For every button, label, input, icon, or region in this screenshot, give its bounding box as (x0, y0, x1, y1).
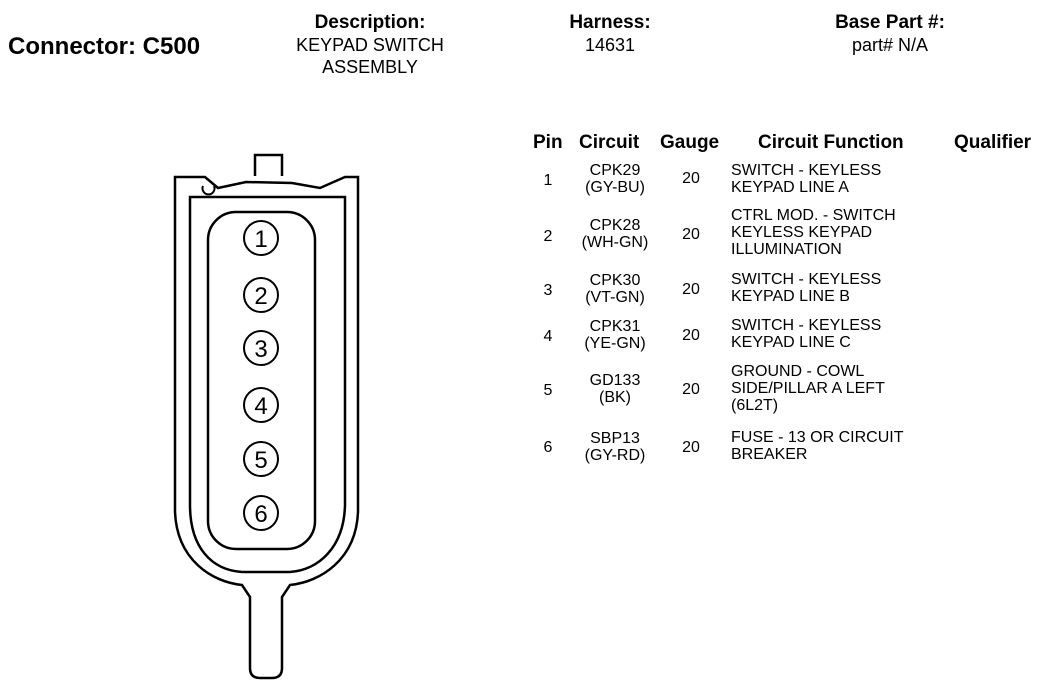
latch-tab (253, 153, 284, 176)
row-4-function-line-2: KEYPAD LINE C (731, 334, 851, 351)
base-part-value: part# N/A (851, 35, 929, 55)
pin-6-label: 6 (254, 501, 267, 528)
description-line-2: ASSEMBLY (322, 57, 418, 77)
row-2-circuit-code: CPK28 (589, 217, 641, 234)
row-5-pin: 5 (543, 382, 553, 399)
pin-2-label: 2 (254, 283, 267, 310)
row-5-function: GROUND - COWL SIDE/PILLAR A LEFT (6L2T) (731, 363, 885, 414)
row-4-circuit-code: CPK31 (589, 318, 641, 335)
connector-housing-outer (173, 175, 360, 680)
row-5-function-line-3: (6L2T) (731, 397, 779, 414)
row-1-circuit-color: (GY-BU) (585, 179, 645, 196)
row-3-circuit-code: CPK30 (589, 272, 641, 289)
pin-4-label: 4 (254, 393, 267, 420)
row-2-function-line-3: ILLUMINATION (731, 241, 842, 258)
row-2-circuit-color: (WH-GN) (581, 234, 649, 251)
row-5-function-line-1: GROUND - COWL (731, 363, 865, 380)
header-gauge: Gauge (660, 132, 720, 153)
housing-notch (201, 185, 216, 196)
row-3-circuit: CPK30 (VT-GN) (567, 272, 663, 306)
row-4-circuit: CPK31 (YE-GN) (567, 318, 663, 352)
row-1-function-line-1: SWITCH - KEYLESS (731, 162, 882, 179)
row-5-gauge: 20 (682, 381, 700, 398)
pin-6: 6 (243, 495, 279, 531)
row-3-function-line-2: KEYPAD LINE B (731, 288, 850, 305)
row-4-circuit-color: (YE-GN) (584, 335, 646, 352)
pin-1: 1 (243, 220, 279, 256)
description-label: Description: (314, 12, 426, 33)
description-block: Description: KEYPAD SWITCH ASSEMBLY (270, 12, 470, 78)
row-3-gauge: 20 (682, 281, 700, 298)
connector-housing-inner (188, 195, 347, 574)
pin-2: 2 (243, 277, 279, 313)
row-6-function-line-1: FUSE - 13 OR CIRCUIT (731, 429, 904, 446)
row-2-function: CTRL MOD. - SWITCH KEYLESS KEYPAD ILLUMI… (731, 207, 896, 258)
pin-cavity (206, 210, 317, 551)
row-6-function-line-2: BREAKER (731, 446, 808, 463)
row-1-circuit: CPK29 (GY-BU) (567, 162, 663, 196)
connector-title: Connector: C500 (8, 33, 201, 60)
row-6-function: FUSE - 13 OR CIRCUIT BREAKER (731, 429, 903, 463)
row-5-circuit-color: (BK) (599, 389, 631, 406)
row-3-pin: 3 (543, 282, 553, 299)
connector-face-diagram: 1 2 3 4 5 6 (173, 153, 360, 680)
row-6-pin: 6 (543, 439, 553, 456)
row-5-circuit: GD133 (BK) (567, 372, 663, 406)
pin-3-label: 3 (254, 336, 267, 363)
row-2-function-line-1: CTRL MOD. - SWITCH (731, 207, 896, 224)
row-1-function: SWITCH - KEYLESS KEYPAD LINE A (731, 162, 881, 196)
row-1-pin: 1 (543, 172, 553, 189)
row-3-function-line-1: SWITCH - KEYLESS (731, 271, 882, 288)
harness-value: 14631 (584, 35, 636, 55)
row-6-circuit-code: SBP13 (590, 430, 640, 447)
row-3-function: SWITCH - KEYLESS KEYPAD LINE B (731, 271, 881, 305)
row-4-function: SWITCH - KEYLESS KEYPAD LINE C (731, 317, 881, 351)
row-6-circuit: SBP13 (GY-RD) (567, 430, 663, 464)
row-1-gauge: 20 (682, 170, 700, 187)
header-pin: Pin (533, 132, 563, 153)
harness-label: Harness: (569, 12, 651, 33)
row-2-pin: 2 (543, 228, 553, 245)
header-circuit-function: Circuit Function (758, 132, 904, 153)
pin-4: 4 (243, 387, 279, 423)
row-5-circuit-code: GD133 (589, 372, 641, 389)
description-line-1: KEYPAD SWITCH (296, 35, 444, 55)
row-2-circuit: CPK28 (WH-GN) (567, 217, 663, 251)
pin-1-label: 1 (254, 226, 267, 253)
row-2-gauge: 20 (682, 226, 700, 243)
row-4-function-line-1: SWITCH - KEYLESS (731, 317, 882, 334)
row-3-circuit-color: (VT-GN) (585, 289, 645, 306)
pin-3: 3 (243, 330, 279, 366)
row-6-circuit-color: (GY-RD) (584, 447, 646, 464)
header-qualifier: Qualifier (954, 132, 1032, 153)
harness-block: Harness: 14631 (530, 12, 690, 56)
base-part-label: Base Part #: (835, 12, 945, 33)
row-4-gauge: 20 (682, 327, 700, 344)
base-part-block: Base Part #: part# N/A (800, 12, 980, 56)
row-1-circuit-code: CPK29 (589, 162, 641, 179)
row-2-function-line-2: KEYLESS KEYPAD (731, 224, 873, 241)
row-4-pin: 4 (543, 328, 553, 345)
row-6-gauge: 20 (682, 439, 700, 456)
pin-5-label: 5 (254, 447, 267, 474)
pin-5: 5 (243, 441, 279, 477)
row-1-function-line-2: KEYPAD LINE A (731, 179, 849, 196)
header-circuit: Circuit (579, 132, 640, 153)
row-5-function-line-2: SIDE/PILLAR A LEFT (731, 380, 885, 397)
